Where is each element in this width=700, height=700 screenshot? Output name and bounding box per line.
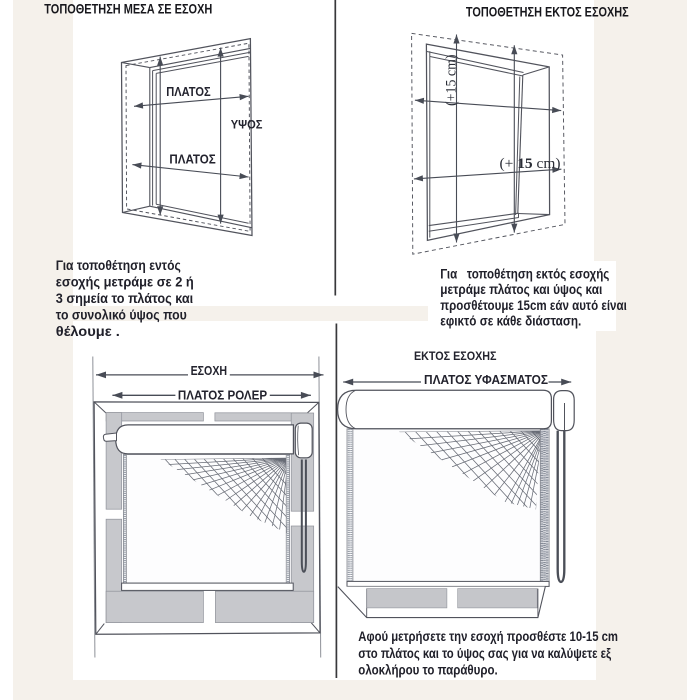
svg-text:μετράμε πλάτος και ύψος και: μετράμε πλάτος και ύψος και xyxy=(440,282,602,297)
svg-text:θέλουμε .: θέλουμε . xyxy=(56,324,120,339)
svg-text:Αφού μετρήσετε την εσοχή προσθ: Αφού μετρήσετε την εσοχή προσθέστε 10-15… xyxy=(358,629,618,644)
svg-text:ΤΟΠΟΘΕΤΗΣΗ ΕΚΤΟΣ ΕΣΟΧΗΣ: ΤΟΠΟΘΕΤΗΣΗ ΕΚΤΟΣ ΕΣΟΧΗΣ xyxy=(466,4,629,20)
svg-text:εσοχής μετράμε σε 2 ή: εσοχής μετράμε σε 2 ή xyxy=(56,274,194,289)
svg-text:στο πλάτος και το ύψος σας για: στο πλάτος και το ύψος σας για να καλύψε… xyxy=(358,646,611,661)
svg-text:(+ 15 cm): (+ 15 cm) xyxy=(500,156,561,172)
svg-text:ολοκλήρου το παράθυρο.: ολοκλήρου το παράθυρο. xyxy=(358,663,497,678)
svg-text:(+15 cm): (+15 cm) xyxy=(443,54,459,106)
svg-text:Για τοποθέτηση εντός: Για τοποθέτηση εντός xyxy=(56,258,181,273)
svg-text:ΤΟΠΟΘΕΤΗΣΗ ΜΕΣΑ ΣΕ ΕΣΟΧΗ: ΤΟΠΟΘΕΤΗΣΗ ΜΕΣΑ ΣΕ ΕΣΟΧΗ xyxy=(44,1,212,17)
svg-text:ΠΛΑΤΟΣ: ΠΛΑΤΟΣ xyxy=(169,151,215,166)
svg-text:ΠΛΑΤΟΣ: ΠΛΑΤΟΣ xyxy=(166,84,210,99)
svg-text:Για τοποθέτηση εκτός εσοχής: Για τοποθέτηση εκτός εσοχής xyxy=(440,266,609,281)
svg-text:το συνολικό ύψος που: το συνολικό ύψος που xyxy=(56,307,187,322)
svg-text:3 σημεία το πλάτος και: 3 σημεία το πλάτος και xyxy=(56,291,194,306)
svg-text:ΠΛΑΤΟΣ ΡΟΛΕΡ: ΠΛΑΤΟΣ ΡΟΛΕΡ xyxy=(178,387,267,402)
svg-text:ΕΣΟΧΗ: ΕΣΟΧΗ xyxy=(191,364,228,378)
svg-text:ΕΚΤΟΣ ΕΣΟΧΗΣ: ΕΚΤΟΣ ΕΣΟΧΗΣ xyxy=(414,349,497,363)
svg-text:ΥΨΟΣ: ΥΨΟΣ xyxy=(231,117,263,131)
svg-text:προσθέτουμε 15cm εάν αυτό είνα: προσθέτουμε 15cm εάν αυτό είναι xyxy=(440,298,627,313)
svg-text:εφικτό σε κάθε διάσταση.: εφικτό σε κάθε διάσταση. xyxy=(440,314,581,329)
svg-text:ΠΛΑΤΟΣ ΥΦΑΣΜΑΤΟΣ: ΠΛΑΤΟΣ ΥΦΑΣΜΑΤΟΣ xyxy=(424,373,548,387)
